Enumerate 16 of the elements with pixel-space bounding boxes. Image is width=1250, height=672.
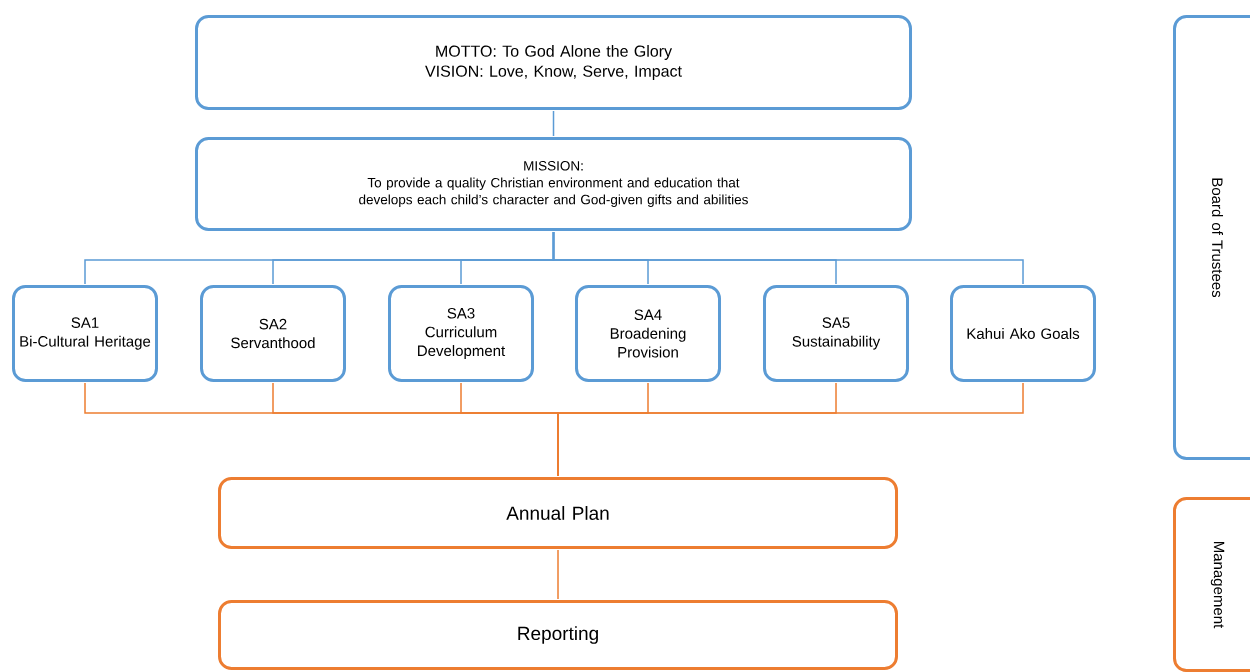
plan-box: Annual Plan — [218, 477, 898, 549]
goal-box: SA2 Servanthood — [200, 285, 346, 382]
connector-line — [557, 382, 1024, 477]
goal-box: SA1 Bi-Cultural Heritage — [12, 285, 158, 382]
connector-line — [552, 110, 555, 137]
connector-line — [552, 231, 1024, 285]
goal-box: SA3 Curriculum Development — [388, 285, 534, 382]
mission-box: MISSION: To provide a quality Christian environment and education that develops each child’s character and God-given gifts and abilities — [195, 137, 912, 231]
management-box: Management — [1173, 497, 1250, 672]
goal-box: SA5 Sustainability — [763, 285, 909, 382]
goal-box: SA4 Broadening Provision — [575, 285, 721, 382]
connector-line — [557, 549, 559, 600]
reporting-box: Reporting — [218, 600, 898, 670]
board-box: Board of Trustees — [1173, 15, 1250, 460]
goal-box: Kahui Ako Goals — [950, 285, 1096, 382]
motto-box: MOTTO: To God Alone the Glory VISION: Love, Know, Serve, Impact — [195, 15, 912, 110]
